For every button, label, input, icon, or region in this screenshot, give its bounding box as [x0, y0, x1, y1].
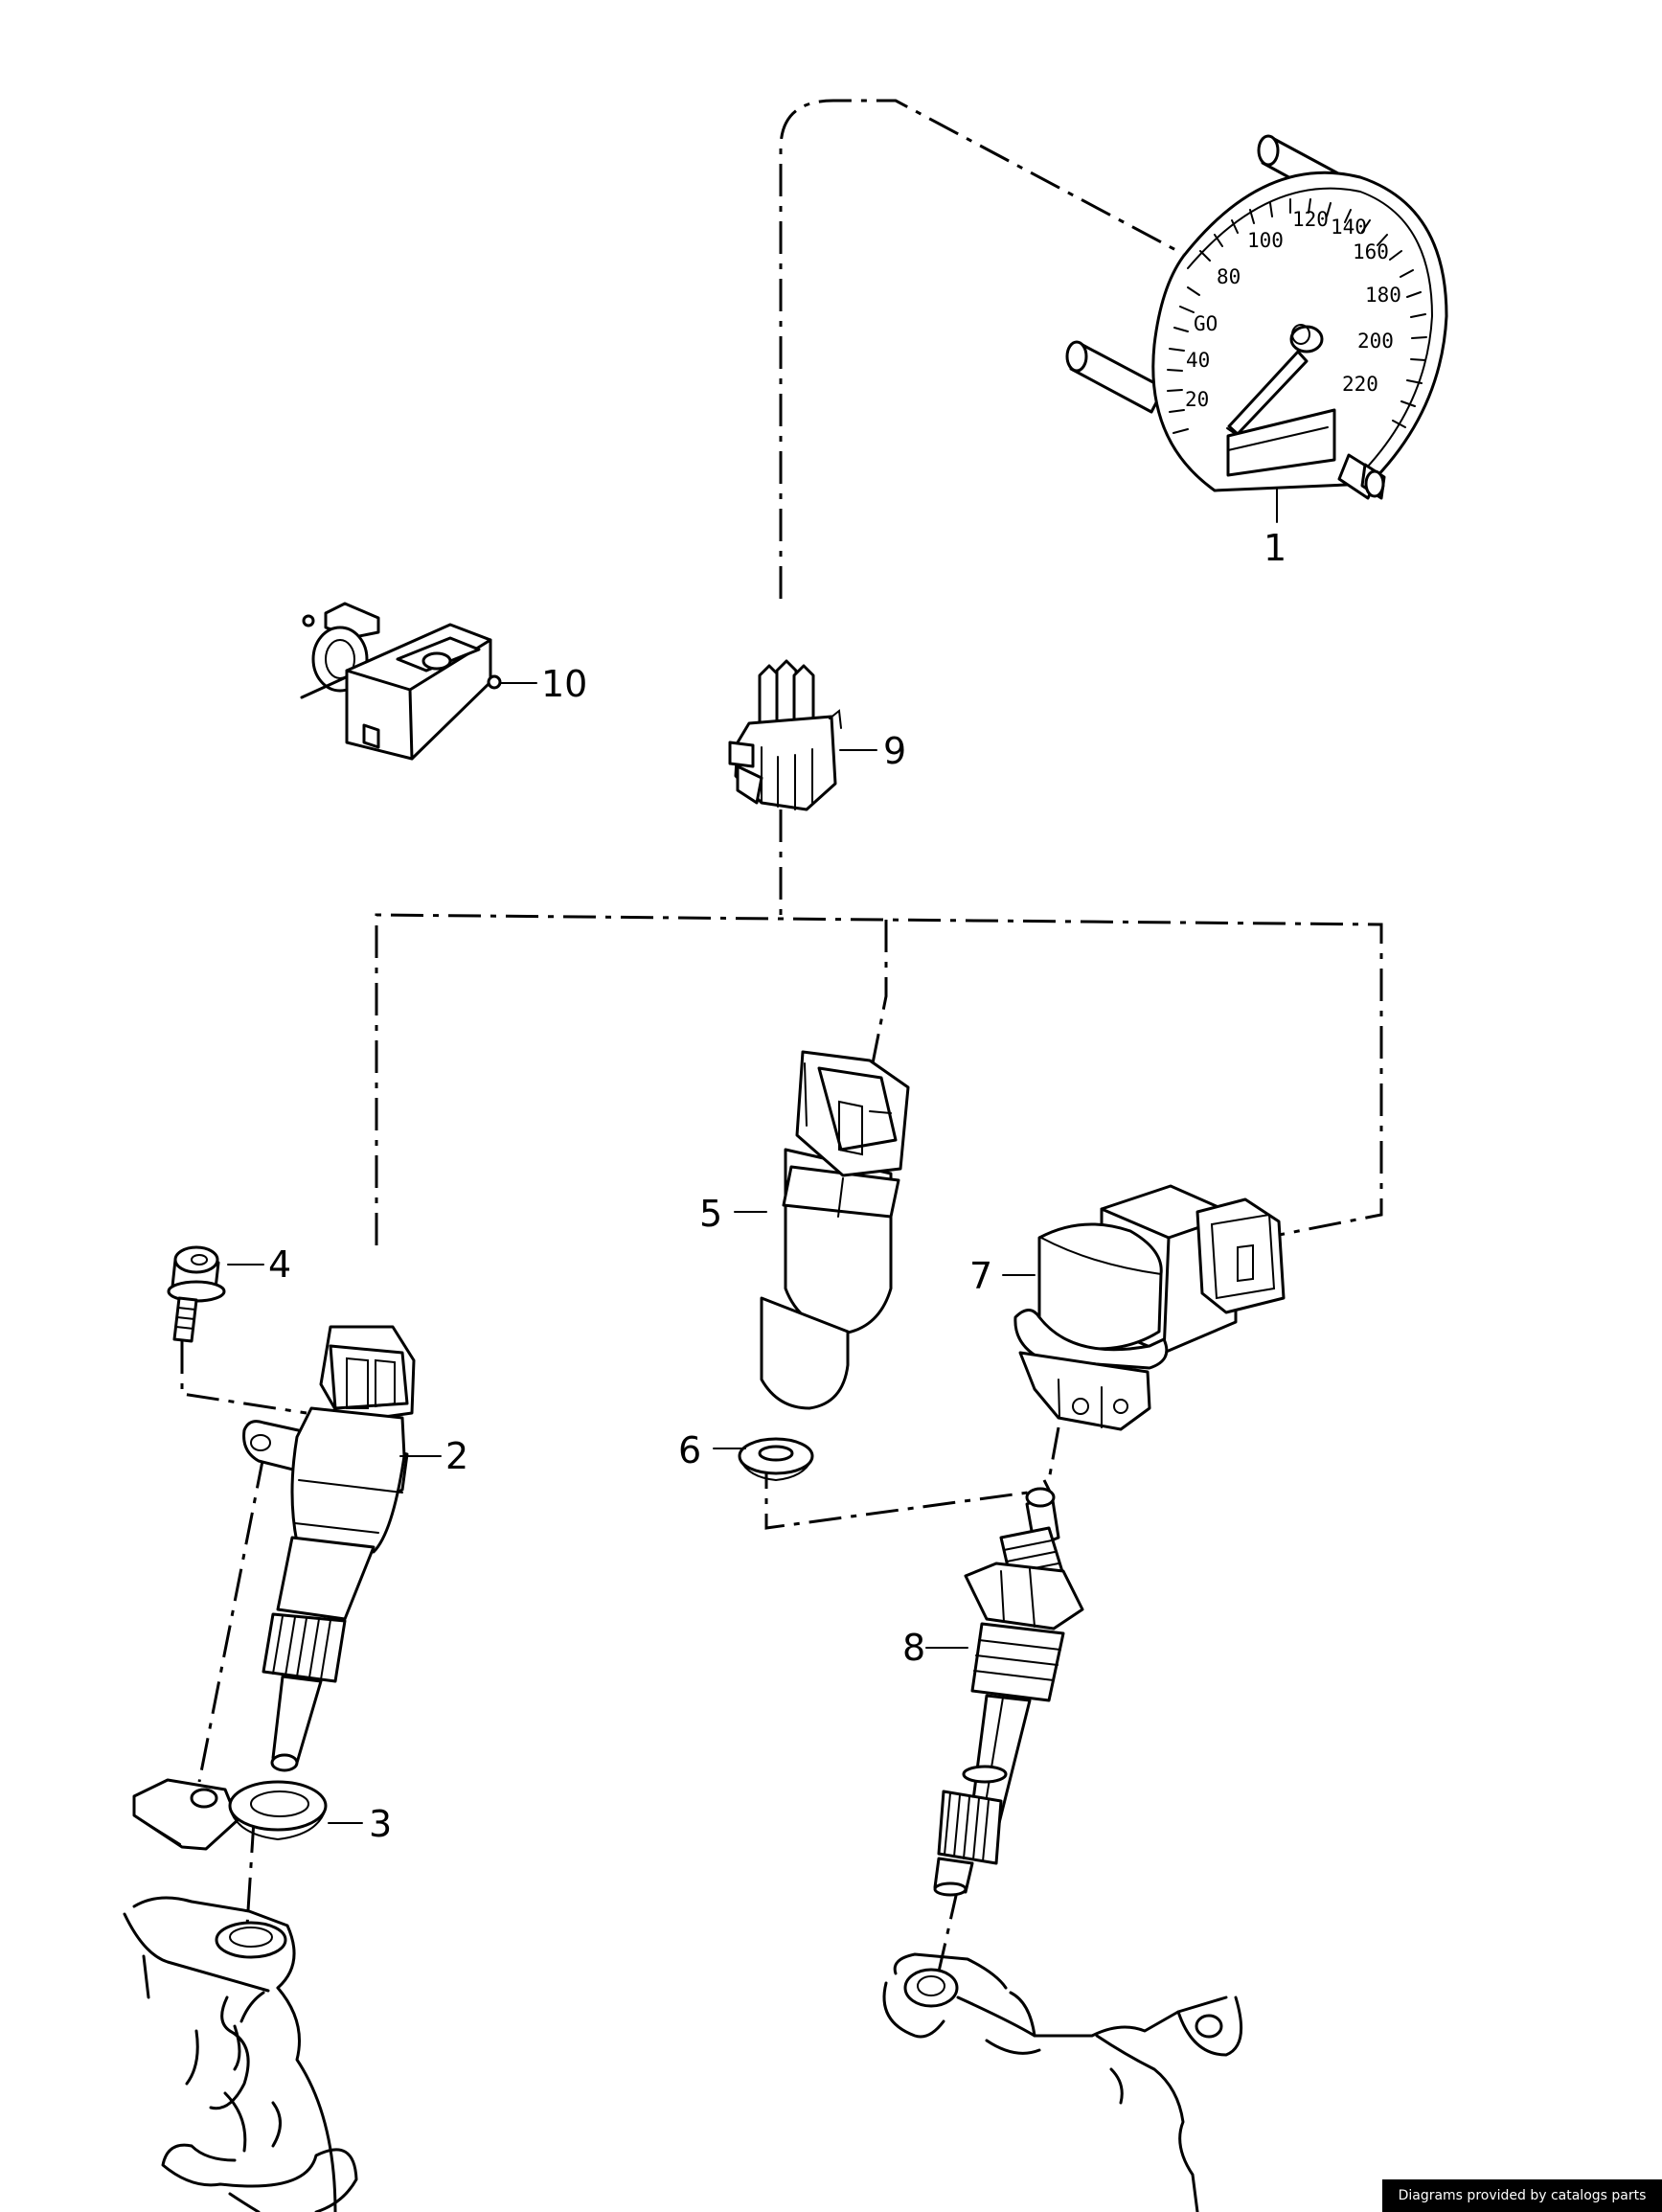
speedometer-scale-100: 100 — [1247, 229, 1284, 252]
speedometer-needle-hub — [1289, 325, 1324, 353]
speed-sender-7-part — [1013, 1184, 1286, 1431]
speed-sender-2-part — [242, 1325, 416, 1772]
link-washer-to-sender-8 — [764, 1456, 1052, 1530]
sender-7-hex-nut — [1018, 1351, 1151, 1431]
callout-leaders — [227, 488, 1278, 1824]
callout-label-10: 10 — [541, 663, 587, 705]
sender-2-body — [290, 1406, 406, 1554]
sender-8-barrel — [970, 1622, 1065, 1702]
speedometer-part: 20 40 GO 80 100 120 140 160 180 200 220 — [1065, 134, 1448, 500]
speedometer-scale-160: 160 — [1353, 240, 1389, 263]
callout-label-7: 7 — [969, 1255, 992, 1297]
speedometer-needle — [1227, 350, 1309, 436]
speedometer-display-window — [1226, 408, 1336, 477]
sender-2-lower-body — [276, 1536, 376, 1621]
callout-label-8: 8 — [902, 1627, 925, 1669]
callout-label-4: 4 — [268, 1243, 291, 1286]
callout-label-9: 9 — [883, 730, 906, 772]
link-ring-to-housing-left — [245, 1819, 256, 1927]
speedometer-scale-20: 20 — [1185, 388, 1209, 411]
transmission-housing-right — [882, 1952, 1243, 2212]
speedometer-scale-40: 40 — [1186, 349, 1210, 372]
callout-labels: 1 2 3 4 5 6 7 8 9 10 — [268, 527, 1286, 1845]
bracket-ring-part — [132, 1778, 328, 1851]
callout-label-2: 2 — [445, 1435, 468, 1477]
speedometer-scale-60: GO — [1194, 312, 1218, 335]
sender-2-shaft — [271, 1675, 323, 1765]
speedometer-scale-140: 140 — [1331, 216, 1367, 239]
sender-5-plug — [795, 1050, 910, 1177]
callout-label-3: 3 — [369, 1803, 392, 1845]
bracket-ring — [228, 1780, 328, 1832]
link-bolt-to-bracket — [180, 1341, 307, 1415]
link-sender-2-to-ring — [197, 1455, 265, 1783]
sender-7-cap — [1037, 1222, 1163, 1351]
sender-2-drive-gear — [262, 1612, 347, 1683]
sender-7-plug — [1195, 1197, 1286, 1314]
speed-sender-5-part — [760, 1050, 910, 1410]
bracket-plate — [132, 1778, 239, 1851]
link-sender-8-to-housing-right — [932, 1886, 960, 1994]
connection-lines — [180, 99, 1383, 1994]
transmission-housing-left — [123, 1896, 358, 2212]
speedometer-scale-80: 80 — [1217, 265, 1241, 288]
relay-switch-part — [300, 602, 502, 761]
link-bus-line — [375, 913, 1383, 1245]
callout-label-5: 5 — [699, 1193, 722, 1235]
speedometer-scale-180: 180 — [1365, 284, 1401, 307]
speedometer-scale-200: 200 — [1357, 330, 1394, 353]
sender-8-hex — [964, 1562, 1084, 1630]
speed-sender-8-part — [933, 1487, 1084, 1897]
callout-label-6: 6 — [678, 1429, 701, 1471]
link-sender-7-to-8 — [1047, 1426, 1060, 1481]
bolt-part — [167, 1245, 226, 1343]
connector-part — [728, 659, 842, 811]
speedometer-scale-120: 120 — [1292, 208, 1329, 231]
speedometer-scale-220: 220 — [1342, 373, 1378, 396]
washer-part — [738, 1437, 814, 1482]
diagram-credit-badge: Diagrams provided by catalogs parts — [1382, 2179, 1662, 2212]
callout-label-1: 1 — [1264, 527, 1286, 569]
sender-5-tip — [760, 1296, 850, 1410]
link-connector-to-speedometer — [779, 99, 1184, 599]
